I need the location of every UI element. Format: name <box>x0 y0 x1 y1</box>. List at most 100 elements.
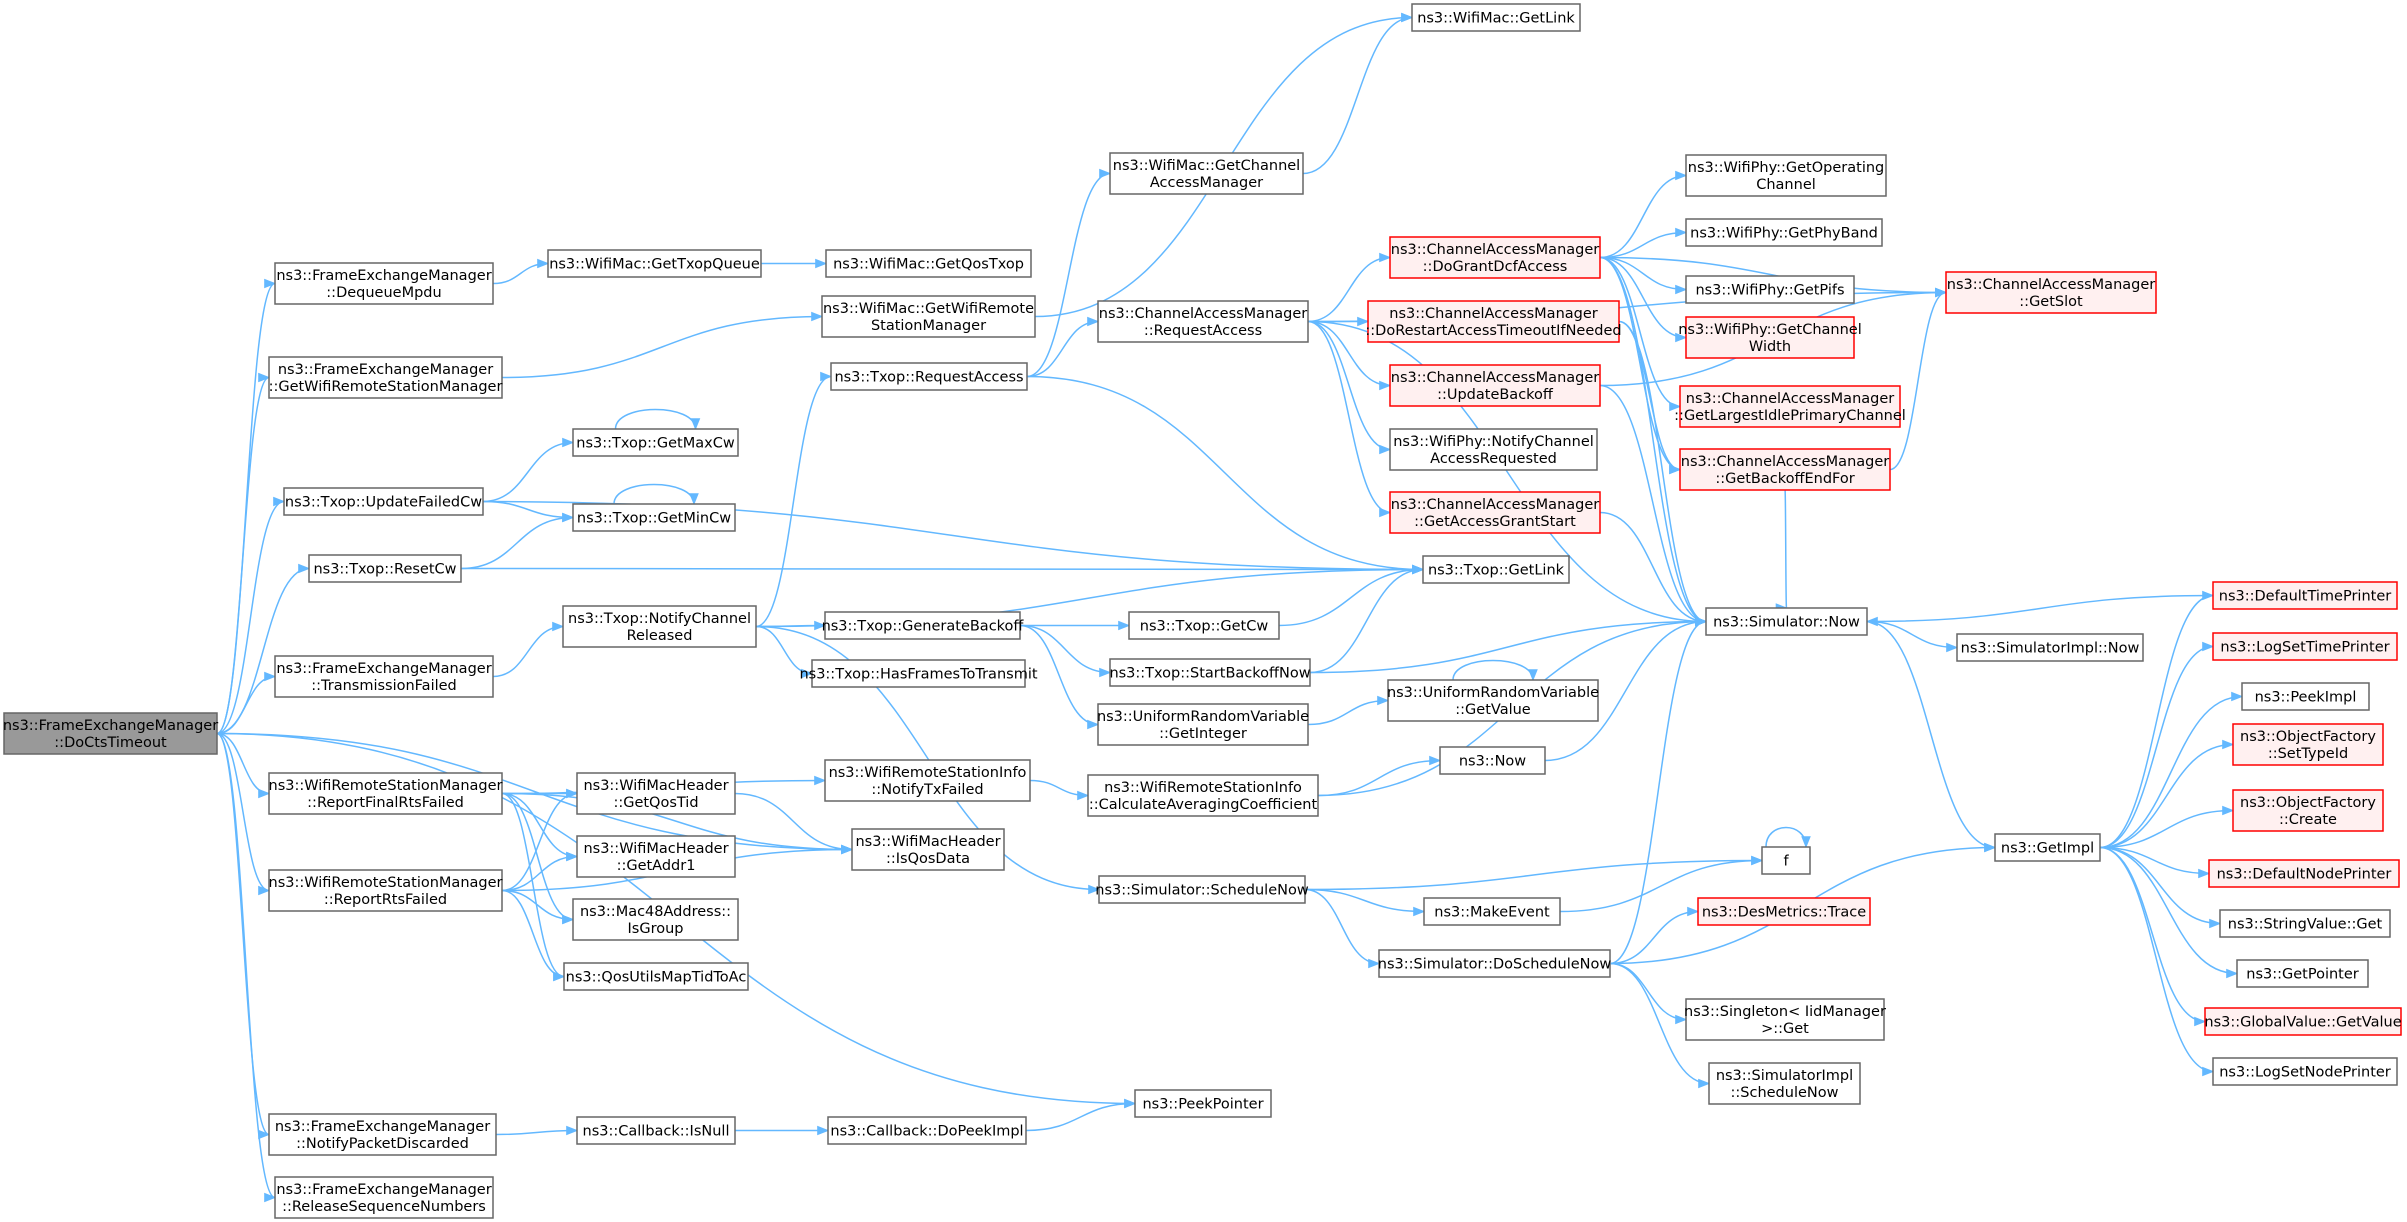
graph-node-ns3now[interactable]: ns3::Now <box>1439 746 1546 775</box>
node-label-line: ns3::SimulatorImpl <box>1716 1068 1853 1084</box>
graph-edge <box>1866 620 1959 653</box>
graph-node-getaddr1[interactable]: ns3::WifiMacHeader::GetAddr1 <box>576 835 736 878</box>
graph-node-reportfinal[interactable]: ns3::WifiRemoteStationManager::ReportFin… <box>268 772 503 815</box>
node-label-line: ::DoCtsTimeout <box>54 735 167 751</box>
graph-node-getbackoffend[interactable]: ns3::ChannelAccessManager::GetBackoffEnd… <box>1679 448 1891 491</box>
graph-node-logsettime[interactable]: ns3::LogSetTimePrinter <box>2212 632 2398 661</box>
graph-node-defnodeprinter[interactable]: ns3::DefaultNodePrinter <box>2208 859 2400 888</box>
graph-node-getslot[interactable]: ns3::ChannelAccessManager::GetSlot <box>1945 271 2157 314</box>
edge-path <box>1765 826 1811 849</box>
graph-node-updatefailedcw[interactable]: ns3::Txop::UpdateFailedCw <box>283 487 484 516</box>
graph-node-getpointer[interactable]: ns3::GetPointer <box>2236 959 2369 988</box>
node-label-line: ns3::WifiPhy::GetOperating <box>1688 160 1885 176</box>
graph-node-mac-getwrsm[interactable]: ns3::WifiMac::GetWifiRemoteStationManage… <box>821 295 1036 338</box>
edge-path <box>501 792 854 855</box>
graph-node-peekpointer[interactable]: ns3::PeekPointer <box>1134 1089 1272 1118</box>
graph-node-getqostxop[interactable]: ns3::WifiMac::GetQosTxop <box>825 249 1032 278</box>
edge-path <box>2099 691 2244 849</box>
node-label-line: ::DoRestartAccessTimeoutIfNeeded <box>1365 323 1621 339</box>
node-label-line: ::GetQosTid <box>613 795 698 811</box>
graph-node-getlargest[interactable]: ns3::ChannelAccessManager::GetLargestIdl… <box>1674 385 1906 428</box>
graph-edge <box>1019 624 1100 730</box>
graph-edge <box>1026 316 1100 378</box>
graph-node-getmaxcw[interactable]: ns3::Txop::GetMaxCw <box>572 428 739 457</box>
graph-node-reportrts[interactable]: ns3::WifiRemoteStationManager::ReportRts… <box>268 869 503 912</box>
graph-node-urv-getint[interactable]: ns3::UniformRandomVariable::GetInteger <box>1097 703 1309 746</box>
graph-node-dopeekimpl[interactable]: ns3::Callback::DoPeekImpl <box>827 1116 1027 1145</box>
graph-node-notifytxfailed[interactable]: ns3::WifiRemoteStationInfo::NotifyTxFail… <box>824 759 1031 802</box>
graph-node-singleton[interactable]: ns3::Singleton< IidManager >::Get <box>1684 998 1886 1041</box>
graph-node-genbackoff[interactable]: ns3::Txop::GenerateBackoff <box>822 611 1025 640</box>
graph-node-mac-getlink[interactable]: ns3::WifiMac::GetLink <box>1411 3 1581 32</box>
node-label-line: ns3::FrameExchangeManager <box>278 362 493 378</box>
edge-path <box>1889 287 1948 471</box>
graph-node-resetcw[interactable]: ns3::Txop::ResetCw <box>308 554 462 583</box>
graph-node-hasframes[interactable]: ns3::Txop::HasFramesToTransmit <box>799 659 1038 688</box>
edge-path <box>1618 320 1682 475</box>
graph-node-txop-getlink[interactable]: ns3::Txop::GetLink <box>1422 555 1570 584</box>
node-label-line: ns3::LogSetNodePrinter <box>2219 1065 2391 1081</box>
graph-node-logsetnode[interactable]: ns3::LogSetNodePrinter <box>2212 1057 2398 1086</box>
node-box <box>572 428 739 457</box>
node-box <box>2204 1007 2402 1036</box>
edge-path <box>1599 256 1708 627</box>
node-label-line: ns3::Txop::RequestAccess <box>834 370 1023 386</box>
graph-node-getphyband[interactable]: ns3::WifiPhy::GetPhyBand <box>1685 218 1883 247</box>
node-label-line: ns3::DefaultTimePrinter <box>2219 589 2391 605</box>
node-box <box>2212 1057 2398 1086</box>
graph-node-qosutils[interactable]: ns3::QosUtilsMapTidToAc <box>563 962 749 991</box>
graph-node-getqostid[interactable]: ns3::WifiMacHeader::GetQosTid <box>576 772 736 815</box>
graph-node-gettxopq[interactable]: ns3::WifiMac::GetTxopQueue <box>547 249 762 278</box>
edge-path <box>1026 168 1112 378</box>
graph-node-txfailed[interactable]: ns3::FrameExchangeManager::TransmissionF… <box>274 655 494 698</box>
graph-node-fem-getwrsm[interactable]: ns3::FrameExchangeManager::GetWifiRemote… <box>268 356 503 399</box>
graph-node-dogrant[interactable]: ns3::ChannelAccessManager::DoGrantDcfAcc… <box>1389 236 1601 279</box>
graph-node-calcavg[interactable]: ns3::WifiRemoteStationInfo::CalculateAve… <box>1087 774 1319 817</box>
graph-node-f[interactable]: f <box>1761 846 1811 875</box>
graph-node-deftimeprinter[interactable]: ns3::DefaultTimePrinter <box>2212 581 2398 610</box>
graph-node-isnull[interactable]: ns3::Callback::IsNull <box>576 1116 736 1145</box>
graph-node-getaccessgrant[interactable]: ns3::ChannelAccessManager::GetAccessGran… <box>1389 491 1601 534</box>
graph-node-urv-getval[interactable]: ns3::UniformRandomVariable::GetValue <box>1387 679 1599 722</box>
graph-node-getcw[interactable]: ns3::Txop::GetCw <box>1128 611 1280 640</box>
graph-node-getpifs[interactable]: ns3::WifiPhy::GetPifs <box>1685 275 1855 304</box>
node-label-line: ::GetValue <box>1455 702 1531 718</box>
graph-node-requestaccess[interactable]: ns3::Txop::RequestAccess <box>830 362 1028 391</box>
node-box <box>1134 1089 1272 1118</box>
node-label-line: ns3::DefaultNodePrinter <box>2217 867 2392 883</box>
node-box <box>274 1176 494 1219</box>
graph-node-updatebackoff[interactable]: ns3::ChannelAccessManager::UpdateBackoff <box>1389 364 1601 407</box>
graph-node-cam-requestaccess[interactable]: ns3::ChannelAccessManager::RequestAccess <box>1097 300 1309 343</box>
graph-node-notifydiscard[interactable]: ns3::FrameExchangeManager::NotifyPacketD… <box>268 1113 497 1156</box>
graph-node-doschedulenow[interactable]: ns3::Simulator::DoScheduleNow <box>1378 949 1612 978</box>
node-label-line: ns3::GlobalValue::GetValue <box>2204 1015 2401 1031</box>
graph-node-getimpl[interactable]: ns3::GetImpl <box>1994 833 2101 862</box>
graph-node-desmetrics[interactable]: ns3::DesMetrics::Trace <box>1697 897 1871 926</box>
graph-node-isqosdata[interactable]: ns3::WifiMacHeader::IsQosData <box>851 828 1005 871</box>
node-label-line: ::DequeueMpdu <box>326 285 441 301</box>
graph-node-getmincw[interactable]: ns3::Txop::GetMinCw <box>572 503 736 532</box>
graph-node-dequeue[interactable]: ns3::FrameExchangeManager::DequeueMpdu <box>274 262 494 305</box>
graph-node-stringvalueget[interactable]: ns3::StringValue::Get <box>2219 909 2391 938</box>
graph-node-makeevent[interactable]: ns3::MakeEvent <box>1423 897 1561 926</box>
node-box <box>1956 633 2144 662</box>
graph-node-docts[interactable]: ns3::FrameExchangeManager::DoCtsTimeout <box>3 712 218 755</box>
graph-node-dorestart[interactable]: ns3::ChannelAccessManager::DoRestartAcce… <box>1365 300 1622 343</box>
graph-node-schedulenow[interactable]: ns3::Simulator::ScheduleNow <box>1095 875 1309 904</box>
graph-node-simimplnow[interactable]: ns3::SimulatorImpl::Now <box>1956 633 2144 662</box>
graph-node-simimplsched[interactable]: ns3::SimulatorImpl::ScheduleNow <box>1708 1062 1861 1105</box>
graph-node-of-create[interactable]: ns3::ObjectFactory::Create <box>2232 789 2384 832</box>
graph-node-startbackoff[interactable]: ns3::Txop::StartBackoffNow <box>1109 658 1311 687</box>
graph-node-isgroup[interactable]: ns3::Mac48Address::IsGroup <box>572 898 739 941</box>
graph-node-simnow[interactable]: ns3::Simulator::Now <box>1705 607 1868 636</box>
graph-edge <box>501 792 854 855</box>
graph-node-releaseseq[interactable]: ns3::FrameExchangeManager::ReleaseSequen… <box>274 1176 494 1219</box>
graph-node-globalvalue[interactable]: ns3::GlobalValue::GetValue <box>2204 1007 2402 1036</box>
graph-node-peekimpl[interactable]: ns3::PeekImpl <box>2241 682 2370 711</box>
graph-node-of-settypeid[interactable]: ns3::ObjectFactory::SetTypeId <box>2232 723 2384 766</box>
graph-node-notifychanreq[interactable]: ns3::WifiPhy::NotifyChannelAccessRequest… <box>1389 428 1598 471</box>
